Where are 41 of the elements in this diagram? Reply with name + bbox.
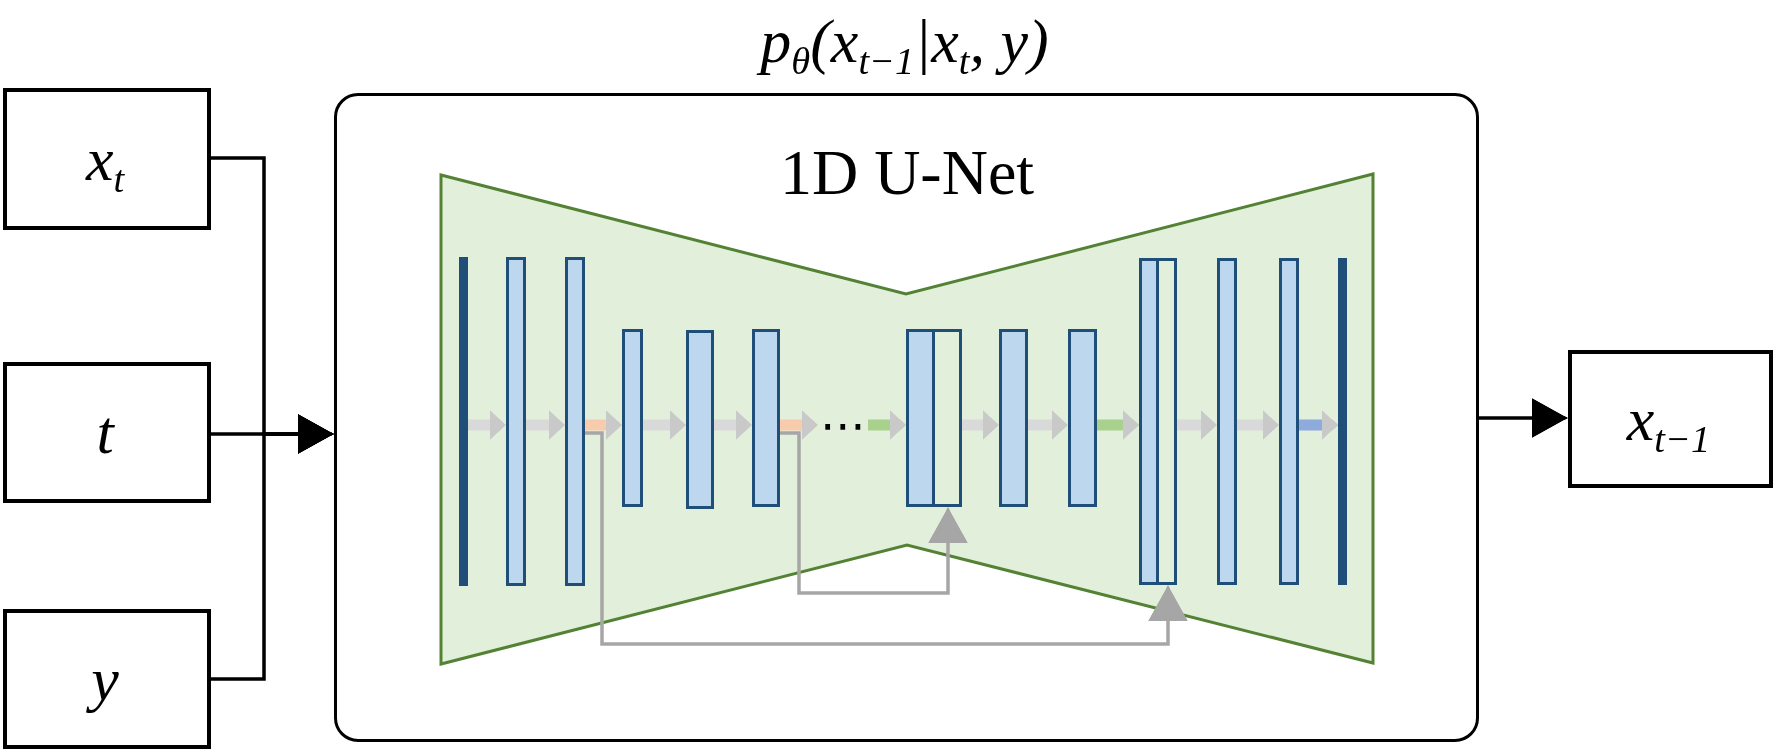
flow-arrow bbox=[1177, 410, 1217, 440]
ellipsis: ⋯ bbox=[819, 410, 867, 440]
flow-arrow bbox=[1097, 410, 1139, 440]
layer-bar bbox=[752, 329, 780, 507]
variable-label: y bbox=[87, 638, 127, 720]
input-box bbox=[3, 88, 211, 230]
arrow bbox=[1479, 398, 1568, 438]
skip-connection-arrow bbox=[585, 431, 1188, 646]
layer-bar bbox=[686, 330, 714, 509]
variable-label: x$_{t−1}$ bbox=[1625, 383, 1712, 460]
variable-label: t bbox=[95, 397, 116, 469]
flow-arrow bbox=[643, 410, 686, 440]
arrow bbox=[211, 414, 334, 681]
output-box bbox=[1568, 350, 1773, 488]
layer-bar bbox=[999, 329, 1028, 507]
flow-arrow bbox=[714, 410, 752, 440]
flow-arrow bbox=[1299, 410, 1338, 440]
concat-layer-bar bbox=[906, 329, 962, 507]
concat-layer-bar bbox=[1139, 258, 1177, 585]
network-title: 1D U-Net bbox=[779, 141, 1035, 205]
layer-bar bbox=[1279, 258, 1299, 585]
layer-bar bbox=[1217, 258, 1237, 585]
flow-arrow bbox=[1237, 410, 1279, 440]
skip-connection-arrow bbox=[780, 431, 968, 595]
thin-layer-bar bbox=[1338, 258, 1347, 585]
flow-arrow bbox=[585, 410, 622, 440]
layer-bar bbox=[565, 257, 585, 586]
layer-bar bbox=[622, 329, 643, 507]
flow-arrow bbox=[468, 410, 506, 440]
layer-bar bbox=[506, 257, 526, 586]
layer-bar bbox=[1068, 329, 1097, 507]
flow-arrow bbox=[962, 410, 999, 440]
variable-label: x$_{t}$ bbox=[84, 123, 126, 200]
flow-arrow bbox=[780, 410, 818, 440]
flow-arrow bbox=[1028, 410, 1068, 440]
flow-arrow bbox=[868, 410, 906, 440]
input-box bbox=[3, 362, 211, 503]
input-box bbox=[3, 609, 211, 749]
thin-layer-bar bbox=[459, 257, 468, 586]
flow-arrow bbox=[526, 410, 565, 440]
formula-title: p$_{θ}$(x$_{t−1}$|x$_{t}$, y) bbox=[756, 1, 1057, 82]
